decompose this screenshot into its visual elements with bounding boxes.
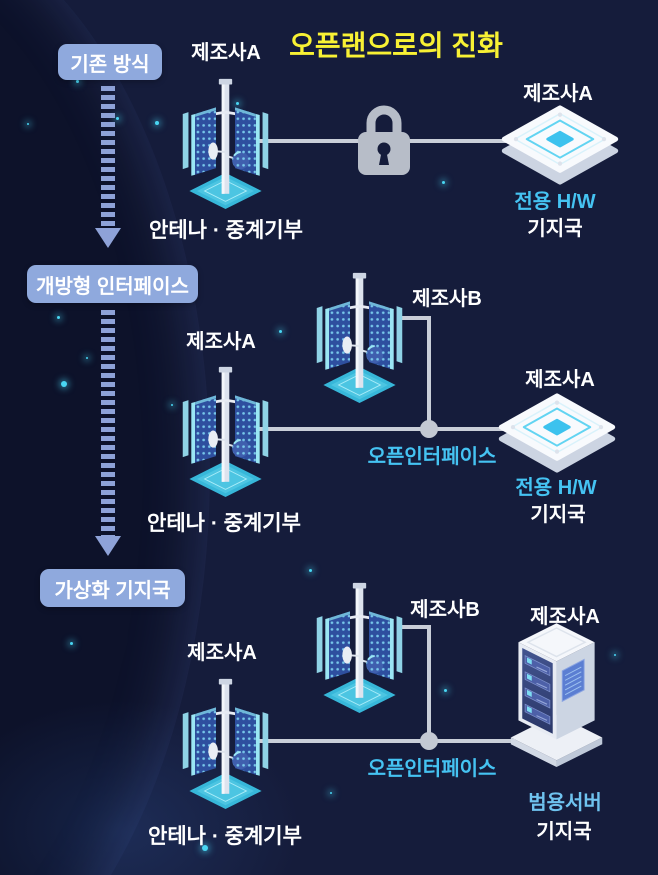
junction-node xyxy=(420,420,438,438)
star-dot xyxy=(57,316,60,319)
connection-line-stage3 xyxy=(253,739,515,743)
access-point-icon xyxy=(495,100,625,188)
device-vendor-label: 제조사A xyxy=(530,606,600,628)
tower-a-label: 제조사A xyxy=(186,331,256,353)
diagram-title: 오픈랜으로의 진화 xyxy=(289,30,503,61)
star-dot xyxy=(444,689,447,692)
tower-a-label: 제조사A xyxy=(187,642,257,664)
access-point-icon xyxy=(492,388,622,476)
star-dot xyxy=(202,845,208,851)
star-dot xyxy=(61,381,67,387)
down-arrow-icon xyxy=(95,86,121,248)
junction-node xyxy=(420,732,438,750)
branch-line-stage3 xyxy=(398,625,431,629)
cell-tower-icon xyxy=(312,270,407,403)
branch-line-stage3 xyxy=(427,625,431,743)
device-vendor-label: 제조사A xyxy=(523,83,593,105)
base-station-label: 기지국 xyxy=(530,504,586,526)
connection-line-stage2 xyxy=(253,427,513,431)
tower-b-label: 제조사B xyxy=(412,288,482,310)
tower-b-label: 제조사B xyxy=(410,599,480,621)
device-type-label: 전용 H/W xyxy=(514,191,596,213)
branch-line-stage2 xyxy=(398,316,431,320)
star-dot xyxy=(309,569,312,572)
star-dot xyxy=(171,404,173,406)
cell-tower-icon xyxy=(178,364,273,497)
base-station-label: 기지국 xyxy=(536,821,592,843)
cell-tower-icon xyxy=(178,76,273,209)
stage-label-virtualized: 가상화 기지국 xyxy=(40,569,185,607)
device-type-label: 범용서버 xyxy=(528,792,602,814)
open-interface-label: 오픈인터페이스 xyxy=(367,446,497,468)
server-icon xyxy=(502,608,612,768)
antenna-label: 안테나 · 중계기부 xyxy=(147,512,301,535)
star-dot xyxy=(116,117,119,120)
cell-tower-icon xyxy=(312,580,407,713)
device-type-label: 전용 H/W xyxy=(515,477,597,499)
base-station-label: 기지국 xyxy=(527,218,583,240)
star-dot xyxy=(614,654,616,656)
branch-line-stage2 xyxy=(427,316,431,431)
antenna-label: 안테나 · 중계기부 xyxy=(149,219,303,242)
star-dot xyxy=(330,792,332,794)
tower-a-label: 제조사A xyxy=(191,42,261,64)
star-dot xyxy=(279,330,282,333)
stage-label-existing-method: 기존 방식 xyxy=(58,44,162,80)
down-arrow-icon xyxy=(95,310,121,556)
star-dot xyxy=(236,102,239,105)
star-dot xyxy=(86,357,88,359)
open-interface-label: 오픈인터페이스 xyxy=(367,758,497,780)
star-dot xyxy=(27,123,29,125)
device-vendor-label: 제조사A xyxy=(525,369,595,391)
cell-tower-icon xyxy=(178,676,273,809)
antenna-label: 안테나 · 중계기부 xyxy=(148,825,302,848)
star-dot xyxy=(76,80,79,83)
star-dot xyxy=(70,642,73,645)
star-dot xyxy=(442,181,445,184)
star-dot xyxy=(155,121,159,125)
stage-label-open-interface: 개방형 인터페이스 xyxy=(27,265,198,303)
lock-icon xyxy=(355,104,413,176)
